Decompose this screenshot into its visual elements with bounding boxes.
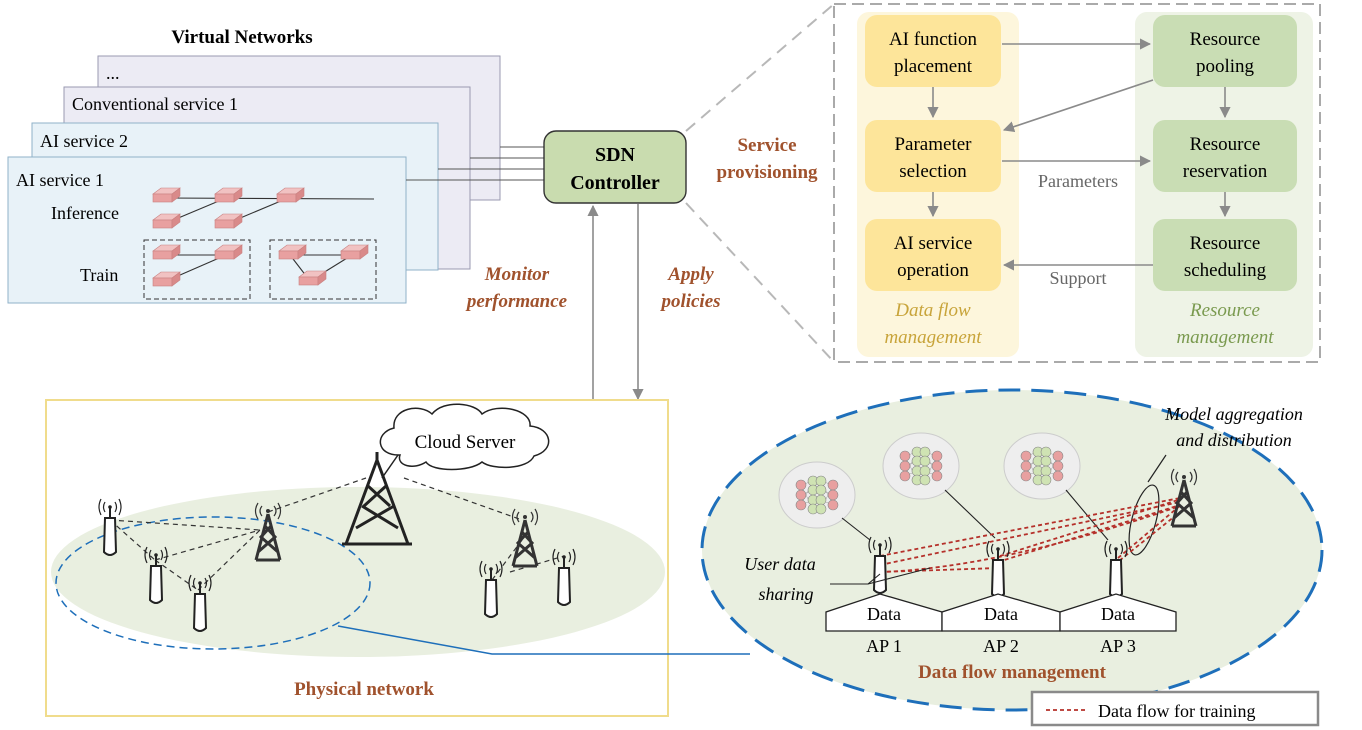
svg-text:Resource: Resource [1190,29,1261,50]
ap-1-data-label: Data [867,604,901,624]
support-label: Support [1049,268,1106,288]
train-group-1 [143,239,251,300]
svg-text:pooling: pooling [1196,56,1255,77]
ap-2-data-label: Data [984,604,1018,624]
parameters-label: Parameters [1038,171,1118,191]
selected-cell [55,516,371,650]
ap-2-label: AP 2 [983,636,1019,656]
model-aggregation-line2: and distribution [1176,430,1292,450]
virtual-layer-ai-service-1[interactable] [7,156,407,304]
user-data-sharing-line2: sharing [758,584,813,604]
resource-pooling-box[interactable]: Resource pooling [1153,15,1297,87]
virtual-layer-stack: ... Conventional service 1 AI service 2 … [7,55,544,304]
svg-text:scheduling: scheduling [1184,260,1267,281]
inference-label: Inference [51,203,119,223]
model-aggregation-line1: Model aggregation [1164,404,1303,424]
train-label: Train [80,265,118,285]
ai-service-operation-box[interactable]: AI service operation [865,219,1001,291]
sdn-controller-line1: SDN [595,144,636,166]
service-provisioning-line1: Service [737,135,796,156]
svg-text:placement: placement [894,56,973,77]
svg-text:operation: operation [897,260,969,281]
virtual-layer-ai-service-1-label: AI service 1 [16,170,104,190]
layer-to-sdn-links [406,146,544,181]
svg-text:AI service: AI service [894,233,973,254]
aggregation-highlight [1128,484,1160,556]
svg-text:Parameter: Parameter [894,134,972,155]
neural-network-icon [1003,432,1081,500]
neural-network-icon [778,461,856,529]
service-provisioning-line2: provisioning [716,162,818,183]
zoom-connector [337,625,750,655]
core-tower-icon [342,452,412,546]
resource-reservation-box[interactable]: Resource reservation [1153,120,1297,192]
ap-1-label: AP 1 [866,636,902,656]
monitor-performance-line1: Monitor [484,264,550,285]
svg-text:reservation: reservation [1183,161,1268,182]
data-flow-management-panel-label-2: management [884,327,982,348]
resource-management-panel-label-1: Resource [1189,300,1260,321]
legend-label: Data flow for training [1098,701,1255,721]
virtual-layer-conventional-1-label: Conventional service 1 [72,94,238,114]
legend: Data flow for training [1030,690,1320,727]
apply-policies-line1: Apply [667,264,714,285]
ap-3-data-label: Data [1101,604,1135,624]
ap-data-stores [825,593,1177,632]
svg-text:Resource: Resource [1190,233,1261,254]
virtual-layer-more-label: ... [106,63,120,83]
neural-network-icon [882,432,960,500]
data-flow-management-panel-label-1: Data flow [894,300,971,321]
user-data-sharing-line1: User data [744,554,816,574]
cloud-server-label: Cloud Server [415,432,516,453]
data-flow-management-label: Data flow management [918,662,1107,683]
virtual-layer-ai-service-2-label: AI service 2 [40,131,128,151]
virtual-networks-title: Virtual Networks [171,27,312,48]
resource-scheduling-box[interactable]: Resource scheduling [1153,219,1297,291]
monitor-performance-line2: performance [465,291,568,312]
svg-text:AI function: AI function [889,29,978,50]
resource-management-panel-label-2: management [1176,327,1274,348]
sdn-controller[interactable]: SDN Controller [543,130,687,204]
provisioning-arrows [927,38,1231,271]
apply-policies-line2: policies [659,291,720,312]
parameter-selection-box[interactable]: Parameter selection [865,120,1001,192]
physical-network-label: Physical network [294,679,434,700]
ai-function-placement-box[interactable]: AI function placement [865,15,1001,87]
train-group-2 [269,239,377,300]
data-flow-for-training-links [879,497,1183,573]
svg-text:selection: selection [899,161,967,182]
svg-text:Resource: Resource [1190,134,1261,155]
cloud-server[interactable]: Cloud Server [379,403,550,471]
sdn-controller-line2: Controller [570,172,660,194]
ap-3-label: AP 3 [1100,636,1136,656]
